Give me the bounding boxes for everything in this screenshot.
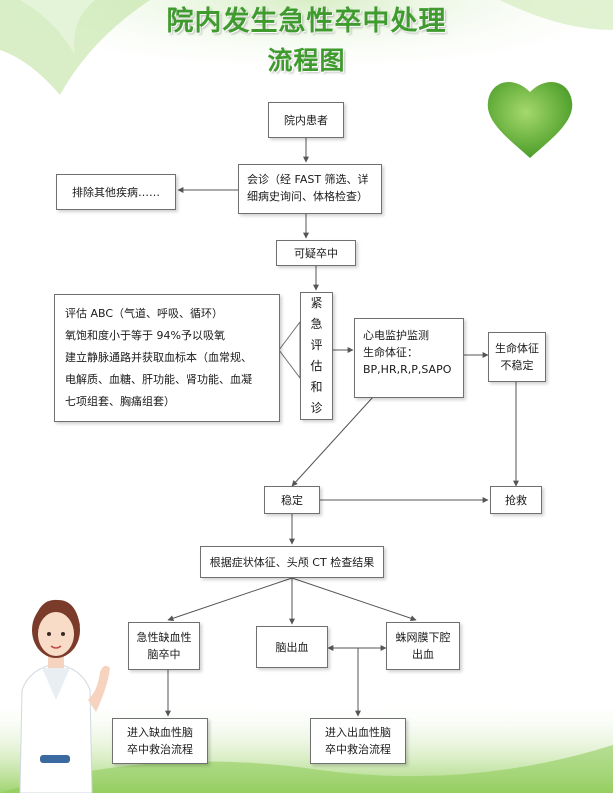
ischemic-flow-line-1: 进入缺血性脑 [127,726,193,739]
assessment-line-3: 建立静脉通路并获取血标本（血常规、 [65,351,252,364]
sah-line-2: 出血 [412,648,434,661]
node-suspected-label: 可疑卒中 [294,246,338,260]
ischemic-line-1: 急性缺血性 [136,631,192,644]
node-cardiac-monitor: 心电监护监测 生命体征： BP,HR,R,P,SAPO [354,318,464,398]
node-hemorrhage-label: 脑出血 [275,640,309,654]
monitor-line-1: 心电监护监测 [363,329,429,342]
node-vitals-unstable: 生命体征 不稳定 [488,332,546,382]
node-emergency-assessment: 紧急评估和诊 [300,292,333,420]
node-cerebral-hemorrhage: 脑出血 [256,626,328,668]
node-exclude-other: 排除其他疾病…… [56,174,176,210]
assessment-line-1: 评估 ABC（气道、呼吸、循环） [65,307,224,320]
node-ischemic-treatment-flow: 进入缺血性脑 卒中救治流程 [112,718,208,764]
bottom-wave [0,745,613,793]
ischemic-flow-line-2: 卒中救治流程 [127,743,193,756]
node-consult-label: 会诊（经 FAST 筛选、详细病史询问、体格检查） [247,173,369,203]
assessment-line-2: 氧饱和度小于等于 94%予以吸氧 [65,329,225,342]
heart-icon [487,81,573,158]
hemorrhage-flow-line-2: 卒中救治流程 [325,743,391,756]
node-rescue-label: 抢救 [505,493,527,507]
node-ct-result: 根据症状体征、头颅 CT 检查结果 [200,546,384,578]
assessment-line-4: 电解质、血糖、肝功能、肾功能、血凝 [65,373,252,386]
node-assessment-details: 评估 ABC（气道、呼吸、循环） 氧饱和度小于等于 94%予以吸氧 建立静脉通路… [54,294,280,422]
woman-silhouette [20,0,95,55]
sah-line-1: 蛛网膜下腔 [395,631,451,644]
assessment-line-5: 七项组套、胸痛组套） [65,395,175,408]
hemorrhage-flow-line-1: 进入出血性脑 [325,726,391,739]
node-patient-label: 院内患者 [284,113,328,127]
node-suspected-stroke: 可疑卒中 [276,240,356,266]
nurse-illustration [19,599,110,793]
node-acute-ischemic-stroke: 急性缺血性 脑卒中 [128,622,200,670]
top-right-swoosh [500,0,613,30]
node-patient: 院内患者 [268,102,344,138]
unstable-line-1: 生命体征 [495,342,539,355]
node-stable-label: 稳定 [281,493,303,507]
monitor-line-3: BP,HR,R,P,SAPO [363,363,452,376]
monitor-line-2: 生命体征： [363,346,418,359]
title-line-1: 院内发生急性卒中处理 [166,6,447,37]
ischemic-line-2: 脑卒中 [147,648,181,661]
node-rescue: 抢救 [490,486,542,514]
unstable-line-2: 不稳定 [500,359,534,372]
title-line-2: 流程图 [267,46,346,75]
node-stable: 稳定 [264,486,320,514]
top-left-swoosh [0,0,150,95]
node-hemorrhagic-treatment-flow: 进入出血性脑 卒中救治流程 [310,718,406,764]
node-emergency-label: 紧急评估和诊 [310,296,323,415]
node-exclude-label: 排除其他疾病…… [72,185,160,199]
node-consult: 会诊（经 FAST 筛选、详细病史询问、体格检查） [238,164,382,214]
node-ct-label: 根据症状体征、头颅 CT 检查结果 [209,555,375,569]
node-subarachnoid-hemorrhage: 蛛网膜下腔 出血 [386,622,460,670]
